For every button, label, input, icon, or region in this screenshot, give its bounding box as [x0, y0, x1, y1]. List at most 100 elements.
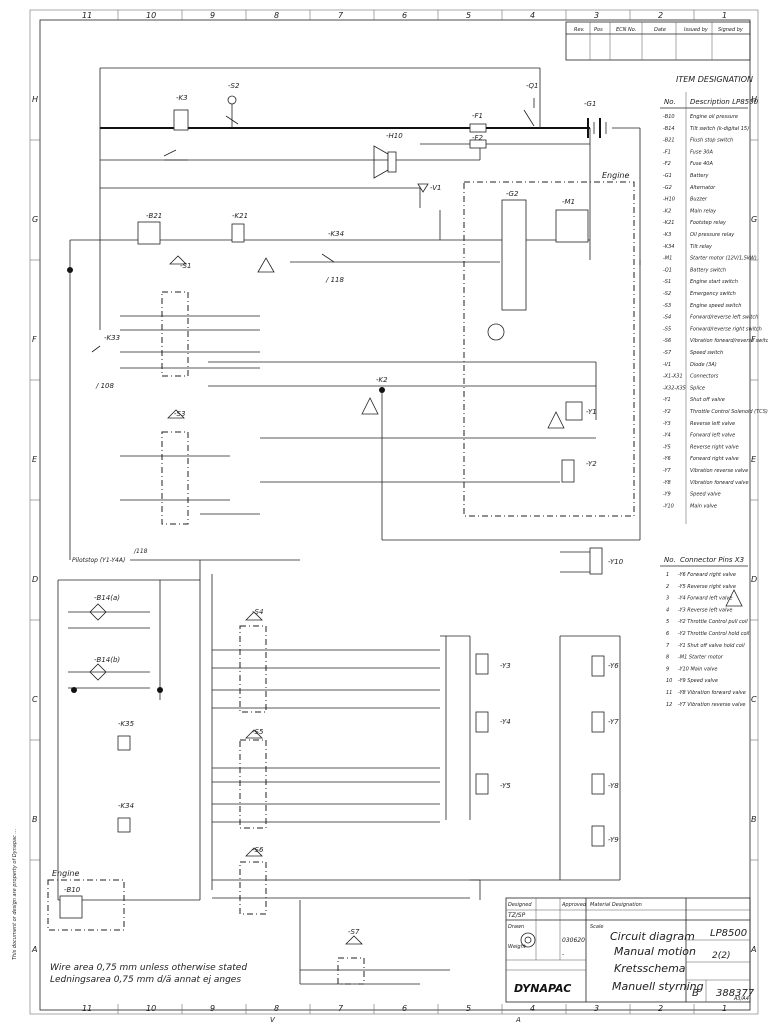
pin-row-description: -Y2 Throttle Control hold coil [678, 631, 750, 637]
col-1-bottom: 1 [722, 1004, 727, 1013]
relay-k2: -K2 [361, 376, 388, 540]
s7-label: -S7 [348, 928, 360, 936]
k2-label: -K2 [376, 376, 388, 384]
y8-label: -Y8 [608, 782, 619, 790]
desc-line-2: Manual motion [614, 945, 696, 958]
designed-value: TZ/SP [508, 912, 526, 919]
col-10-top: 10 [146, 11, 156, 20]
main-power-wiring [99, 67, 641, 330]
pin-row-id: 1 [666, 572, 669, 578]
desc-line-1: Circuit diagram [610, 930, 695, 943]
engine-box-label: Engine [52, 869, 79, 878]
item-row-description: Engine speed switch [690, 303, 741, 309]
h10-label: -H10 [386, 132, 403, 140]
item-row-id: -Q1 [663, 267, 672, 273]
item-row-description: Tilt relay [690, 244, 713, 250]
engine-top-label: Engine [602, 171, 629, 180]
y5-label: -Y5 [500, 782, 511, 790]
rev-col-pos: Pos [594, 27, 603, 33]
pin-row-id: 3 [666, 596, 669, 602]
material-label: Material Designation [590, 902, 642, 908]
switch-s2: -S2 [225, 82, 240, 128]
switch-s7: -S7 [299, 900, 450, 985]
item-row-id: -S4 [663, 315, 671, 321]
col-9-bottom: 9 [210, 1004, 215, 1013]
b10-label: -B10 [64, 886, 81, 894]
side-note: This document or design are property of … [12, 829, 18, 960]
col-8-bottom: 8 [274, 1004, 279, 1013]
m1-label: -M1 [562, 198, 575, 206]
item-row-description: Speed switch [690, 350, 723, 356]
y7-label: -Y7 [608, 718, 619, 726]
pilotstop-line: Pilotstop (Y1-Y4A) /118 [72, 548, 300, 900]
pin-row-id: 6 [666, 631, 669, 637]
col-7-bottom: 7 [338, 1004, 344, 1013]
row-h-right: H [751, 95, 757, 104]
item-header-desc: Description LP8500 [690, 98, 759, 106]
g1-label: -G1 [584, 100, 596, 108]
b14a-label: -B14(a) [94, 594, 120, 602]
pins-title: Connector Pins X3 [680, 556, 744, 564]
valve-column-right: -Y6 -Y7 -Y8 -Y9 [559, 589, 743, 880]
tilt-switch-b14b: -B14(b) [68, 656, 150, 689]
engine-box-b10: Engine -B10 [47, 869, 125, 931]
valve-y1: -Y1 [547, 401, 597, 429]
pins-header-no: No. [664, 556, 676, 564]
row-a: A [31, 945, 37, 954]
pin-row-id: 4 [666, 607, 669, 613]
pin-row-description: -Y7 Vibration reverse valve [678, 702, 745, 708]
item-row-id: -B21 [663, 138, 675, 144]
y4-label: -Y4 [500, 718, 511, 726]
relay-k3: -K3 [163, 94, 189, 161]
pin-row-description: -Y1 Shut off valve hold coil [678, 643, 745, 649]
col-4-top: 4 [530, 11, 535, 20]
bottom-mark-v: V [270, 1016, 276, 1024]
pilotstop-label: Pilotstop (Y1-Y4A) [72, 557, 125, 564]
pin-row-description: -Y8 Vibration forward valve [678, 690, 746, 696]
approved-label: Approved [561, 902, 587, 908]
item-row-description: Speed valve [690, 492, 721, 498]
drawn-label: Drawn [508, 924, 524, 930]
bottom-marks: V A [270, 1016, 521, 1024]
buzzer-h10: -H10 [373, 132, 403, 179]
row-e-right: E [751, 455, 757, 464]
col-5-bottom: 5 [466, 1004, 471, 1013]
item-row-description: Splice [690, 385, 705, 391]
wire-area-note: Wire area 0,75 mm unless otherwise state… [50, 963, 247, 985]
switch-s1: -S1 [120, 255, 260, 377]
item-row-description: Forward/reverse left switch [690, 315, 758, 321]
item-row-id: -S5 [663, 326, 671, 332]
connector-pins-table: No. Connector Pins X3 1-Y6 Forward right… [660, 556, 750, 708]
item-row-id: -Y2 [663, 409, 671, 415]
item-row-description: Engine oil pressure [690, 114, 738, 120]
inner-frame [39, 19, 751, 1011]
col-7-top: 7 [338, 11, 344, 20]
relay-b21: -B21 [137, 212, 162, 245]
diode-v1: -V1 [417, 183, 441, 193]
col-11-top: 11 [82, 11, 92, 20]
pin-row-id: 10 [666, 678, 672, 684]
item-row-id: -H10 [663, 197, 675, 203]
model-value: LP8500 [710, 928, 747, 939]
side-note-text: This document or design are property of … [12, 829, 18, 960]
f2-label: -F2 [472, 134, 484, 142]
item-row-id: -G1 [663, 173, 672, 179]
item-row-description: Engine start switch [690, 279, 738, 285]
item-row-id: -B10 [663, 114, 675, 120]
y9-label: -Y9 [608, 836, 619, 844]
row-g: G [32, 215, 38, 224]
q1-label: -Q1 [526, 82, 539, 90]
item-row-id: -Y8 [663, 480, 671, 486]
item-row-description: Vibration reverse valve [690, 468, 748, 474]
rev-col-date: Date [654, 27, 666, 33]
item-row-description: Main relay [690, 208, 717, 214]
date-value: 030620 [562, 937, 585, 944]
row-ticks [30, 139, 758, 861]
item-row-description: Main valve [690, 503, 717, 509]
item-row-id: -F1 [663, 149, 671, 155]
valve-y2: -Y2 [561, 459, 597, 483]
engine-frame-top: Engine [463, 171, 635, 517]
battery-g1: -G1 [584, 100, 607, 138]
item-row-description: Battery [690, 173, 710, 179]
